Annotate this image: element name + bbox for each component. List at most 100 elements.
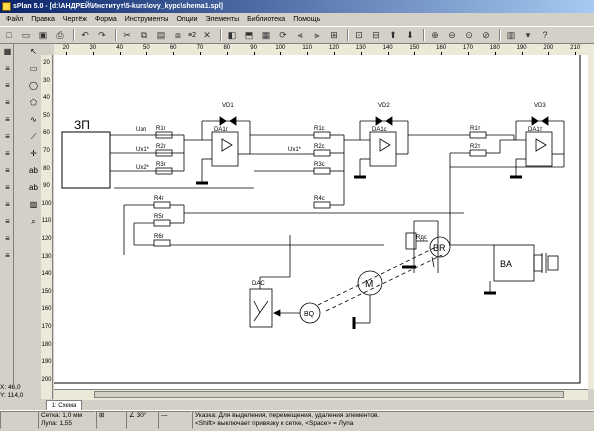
ruler-tick bbox=[360, 52, 362, 55]
new-file-icon[interactable]: □ bbox=[6, 30, 12, 40]
zoom-in-icon[interactable]: ⊕ bbox=[431, 30, 439, 40]
connection-icon[interactable]: ✛ bbox=[30, 149, 37, 158]
grid-toggle-icon[interactable]: ⊞ bbox=[96, 411, 126, 429]
line-width-icon[interactable]: ≡ bbox=[5, 81, 10, 90]
line-width-icon[interactable]: ≡ bbox=[5, 98, 10, 107]
pointer-icon[interactable]: ↖ bbox=[30, 47, 37, 56]
line-width-icon[interactable]: ≡ bbox=[5, 183, 10, 192]
line-icon[interactable]: ⟋ bbox=[30, 132, 37, 141]
dropdown-arrow-icon[interactable]: ▾ bbox=[525, 30, 531, 40]
vertical-scrollbar[interactable] bbox=[588, 44, 594, 389]
ruler-tick bbox=[119, 52, 121, 55]
text-icon[interactable]: ab bbox=[29, 166, 38, 175]
menu-drawing[interactable]: Чертёж bbox=[62, 16, 87, 23]
line-style-icon[interactable]: — bbox=[158, 411, 192, 429]
grid-size: Сетка: 1,0 мм bbox=[41, 412, 83, 419]
opamp-block bbox=[525, 131, 553, 167]
menu-file[interactable]: Файл bbox=[6, 16, 24, 23]
drawing-canvas[interactable]: ЗП Uзп Ux1* Ux2* R1г R2г R3г R4г R5г R6г… bbox=[54, 55, 588, 389]
diode-label: VD3 bbox=[534, 103, 546, 109]
help-icon[interactable]: ? bbox=[542, 30, 548, 40]
magnifier-icon[interactable]: ⌕ bbox=[31, 217, 36, 226]
resistor-label: R2т bbox=[470, 144, 481, 150]
delete-icon[interactable]: ✕ bbox=[203, 30, 211, 40]
menu-elements[interactable]: Элементы bbox=[205, 16, 240, 23]
zoom-multiplier[interactable]: ≡2 bbox=[188, 31, 196, 39]
coord-y: Y: 114,0 bbox=[0, 392, 24, 399]
ellipse-icon[interactable]: ◯ bbox=[29, 81, 38, 90]
menu-help[interactable]: Помощь bbox=[293, 16, 321, 23]
ruler-tick bbox=[307, 52, 309, 55]
align-left-icon[interactable]: ⫷ bbox=[297, 30, 303, 40]
ruler-tick bbox=[575, 52, 577, 55]
zoom-out-icon[interactable]: ⊖ bbox=[448, 30, 456, 40]
undo-icon[interactable]: ↶ bbox=[81, 30, 89, 40]
ruler-tick-label: 50 bbox=[143, 45, 150, 51]
resistor bbox=[153, 201, 171, 209]
page-select-icon[interactable]: ▦ bbox=[3, 47, 12, 56]
ruler-tick-label: 60 bbox=[169, 45, 177, 51]
distribute-icon[interactable]: ⊞ bbox=[330, 30, 338, 40]
resistor bbox=[313, 167, 331, 175]
image-icon[interactable]: ▨ bbox=[29, 200, 38, 209]
schematic-drawing[interactable]: ЗП Uзп Ux1* Ux2* R1г R2г R3г R4г R5г R6г… bbox=[54, 55, 588, 389]
ruler-tick-label: 70 bbox=[43, 148, 50, 154]
scroll-thumb[interactable] bbox=[94, 391, 564, 398]
bezier-icon[interactable]: ∿ bbox=[30, 115, 37, 124]
line-width-icon[interactable]: ≡ bbox=[5, 200, 10, 209]
line-width-icon[interactable]: ≡ bbox=[5, 64, 10, 73]
cut-icon[interactable]: ✂ bbox=[123, 30, 131, 40]
save-icon[interactable]: ▣ bbox=[38, 30, 48, 40]
menu-tools[interactable]: Инструменты bbox=[124, 16, 169, 23]
print-icon[interactable]: ⎙ bbox=[56, 30, 64, 40]
menu-form[interactable]: Форма bbox=[94, 16, 117, 23]
ruler-tick-label: 140 bbox=[382, 45, 393, 51]
ruler-tick-label: 180 bbox=[489, 45, 500, 51]
open-folder-icon[interactable]: ▭ bbox=[21, 30, 31, 40]
unlock-icon[interactable]: ⊟ bbox=[372, 30, 380, 40]
opamp-label: DA1т bbox=[528, 127, 543, 133]
menu-options[interactable]: Опции bbox=[176, 16, 198, 23]
copy-icon[interactable]: ⧉ bbox=[140, 30, 148, 40]
align-right-icon[interactable]: ⫸ bbox=[314, 30, 320, 40]
layer-up-icon[interactable]: ⬆ bbox=[389, 30, 397, 40]
mirror-h-icon[interactable]: ◧ bbox=[227, 30, 237, 40]
line-width-icon[interactable]: ≡ bbox=[5, 217, 10, 226]
bq-label: BQ bbox=[304, 311, 315, 318]
line-width-icon[interactable]: ≡ bbox=[5, 166, 10, 175]
lock-icon[interactable]: ⊡ bbox=[355, 30, 363, 40]
ruler-tick-label: 90 bbox=[250, 45, 257, 51]
rotate-icon[interactable]: ⟳ bbox=[279, 30, 287, 40]
duplicate-icon[interactable]: ⧈ bbox=[175, 30, 181, 40]
line-width-icon[interactable]: ≡ bbox=[5, 115, 10, 124]
group-icon[interactable]: ▦ bbox=[261, 30, 271, 40]
ruler-tick bbox=[414, 52, 416, 55]
ruler-tick-label: 190 bbox=[516, 45, 527, 51]
mirror-v-icon[interactable]: ⬒ bbox=[244, 30, 254, 40]
ruler-tick-label: 40 bbox=[116, 45, 123, 51]
menu-edit[interactable]: Правка bbox=[31, 16, 55, 23]
line-width-icon[interactable]: ≡ bbox=[5, 132, 10, 141]
polygon-icon[interactable]: ⬠ bbox=[30, 98, 37, 107]
textbox-icon[interactable]: ab bbox=[29, 183, 38, 192]
menu-library[interactable]: Библиотека bbox=[247, 16, 286, 23]
library-icon[interactable]: ▥ bbox=[506, 30, 516, 40]
rectangle-icon[interactable]: ▭ bbox=[29, 64, 38, 73]
coord-x: X: 46,0 bbox=[0, 384, 21, 391]
horizontal-scrollbar[interactable] bbox=[54, 389, 588, 400]
layer-down-icon[interactable]: ⬇ bbox=[406, 30, 414, 40]
redo-icon[interactable]: ↷ bbox=[98, 30, 106, 40]
line-width-icon[interactable]: ≡ bbox=[5, 234, 10, 243]
rs-label: Rдс bbox=[416, 235, 427, 241]
zoom-fit-icon[interactable]: ⊙ bbox=[465, 30, 473, 40]
resistor bbox=[313, 149, 331, 157]
opamp-label: DA1с bbox=[372, 127, 387, 133]
angle-setting[interactable]: ∠ 30° bbox=[126, 411, 158, 429]
zoom-page-icon[interactable]: ⊘ bbox=[482, 30, 490, 40]
line-width-icon[interactable]: ≡ bbox=[5, 149, 10, 158]
drawing-tools: ↖ ▭ ◯ ⬠ ∿ ⟋ ✛ ab ab ▨ ⌕ bbox=[26, 44, 41, 244]
ruler-tick bbox=[441, 52, 443, 55]
line-width-icon[interactable]: ≡ bbox=[5, 251, 10, 260]
paste-icon[interactable]: ▤ bbox=[156, 30, 166, 40]
ruler-tick-label: 160 bbox=[41, 306, 52, 313]
